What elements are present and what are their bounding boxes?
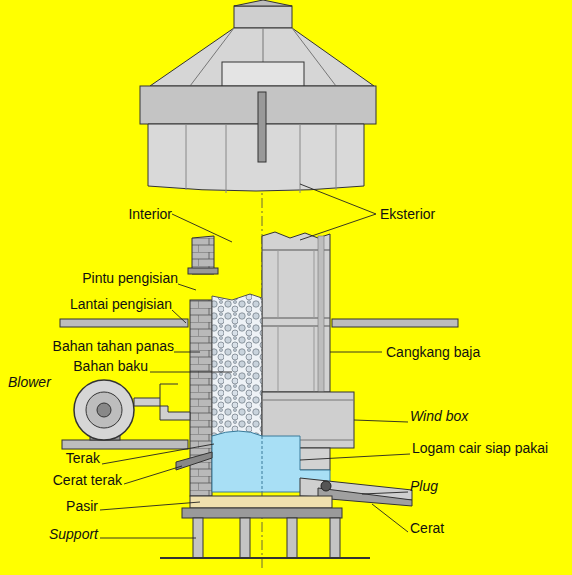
part-label: Pintu pengisian (82, 270, 178, 286)
part-label: Support (49, 526, 98, 542)
part-label: Cerat terak (53, 472, 122, 488)
part-label: Cangkang baja (386, 344, 480, 360)
part-label: Bahan tahan panas (53, 338, 174, 354)
part-label: Plug (410, 478, 438, 494)
part-label: Interior (128, 206, 172, 222)
part-label: Eksterior (380, 206, 435, 222)
part-label: Wind box (410, 408, 468, 424)
part-label: Cerat (410, 520, 444, 536)
part-label: Pasir (66, 498, 98, 514)
part-label: Blower (8, 374, 51, 390)
part-label: Bahan baku (73, 358, 148, 374)
part-label: Terak (66, 450, 100, 466)
part-label: Logam cair siap pakai (412, 440, 548, 456)
part-label: Lantai pengisian (70, 296, 172, 312)
